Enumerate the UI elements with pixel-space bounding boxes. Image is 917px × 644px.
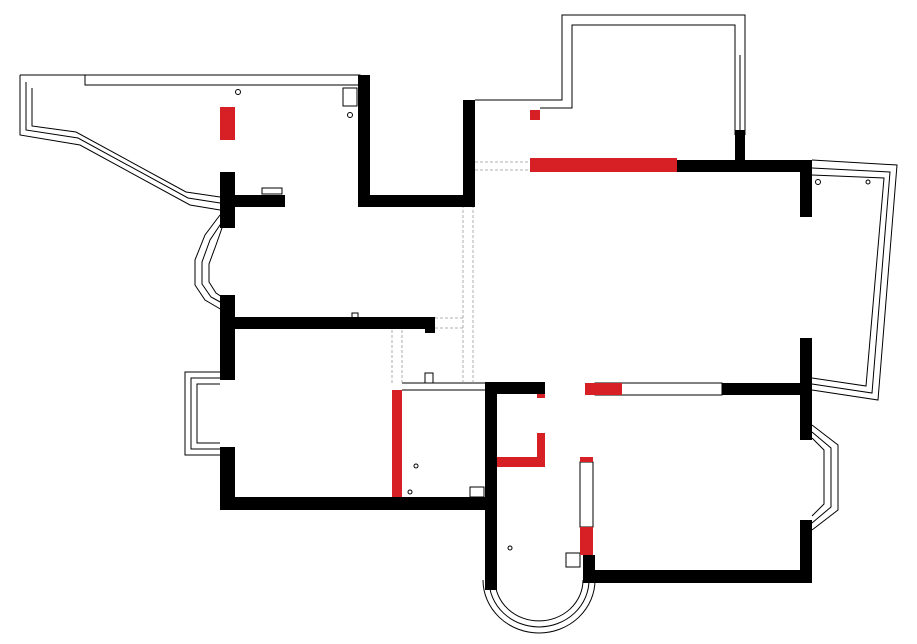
balcony-top-left xyxy=(19,74,361,211)
balcony-right xyxy=(811,159,898,401)
bay-window-right xyxy=(811,424,839,531)
bay-window-bottom xyxy=(482,579,596,634)
new-walls xyxy=(220,107,677,555)
dashed-lines xyxy=(391,161,530,383)
existing-walls xyxy=(220,75,812,590)
balcony-top xyxy=(475,14,746,135)
window-left xyxy=(184,371,220,456)
bay-window-left xyxy=(194,214,223,311)
